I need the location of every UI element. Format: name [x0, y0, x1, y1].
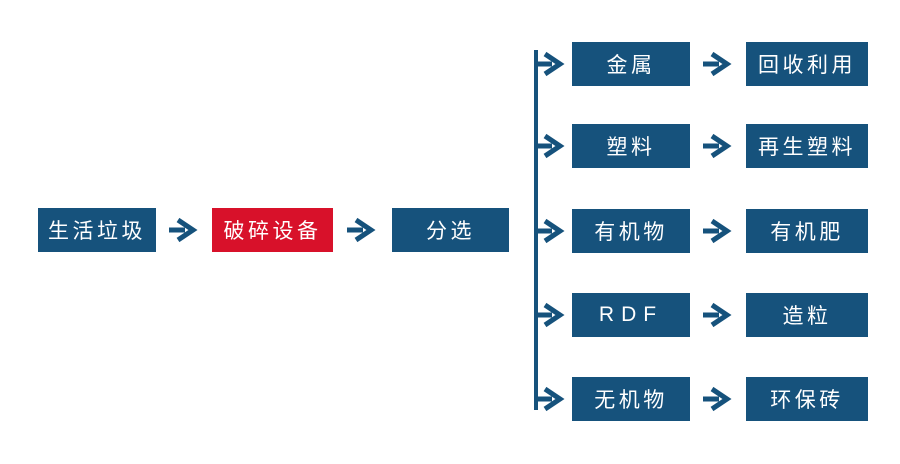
node-rdf: RDF	[572, 293, 690, 337]
right-arrow-icon	[535, 218, 565, 244]
node-eco-brick: 环保砖	[746, 377, 868, 421]
node-recycling: 回收利用	[746, 42, 868, 86]
right-arrow-icon	[702, 302, 732, 328]
node-inorganic-matter: 无机物	[572, 377, 690, 421]
node-sorting: 分选	[392, 208, 509, 252]
right-arrow-icon	[346, 217, 376, 243]
right-arrow-icon	[535, 302, 565, 328]
right-arrow-icon	[535, 51, 565, 77]
right-arrow-icon	[702, 218, 732, 244]
node-metal: 金属	[572, 42, 690, 86]
right-arrow-icon	[535, 386, 565, 412]
node-granulation: 造粒	[746, 293, 868, 337]
right-arrow-icon	[702, 51, 732, 77]
node-plastic: 塑料	[572, 124, 690, 168]
node-organic-fertilizer: 有机肥	[746, 209, 868, 253]
right-arrow-icon	[168, 217, 198, 243]
right-arrow-icon	[702, 386, 732, 412]
node-organic-matter: 有机物	[572, 209, 690, 253]
right-arrow-icon	[702, 133, 732, 159]
node-crushing-equipment: 破碎设备	[212, 208, 333, 252]
node-household-waste: 生活垃圾	[38, 208, 156, 252]
node-recycled-plastic: 再生塑料	[746, 124, 868, 168]
right-arrow-icon	[535, 133, 565, 159]
